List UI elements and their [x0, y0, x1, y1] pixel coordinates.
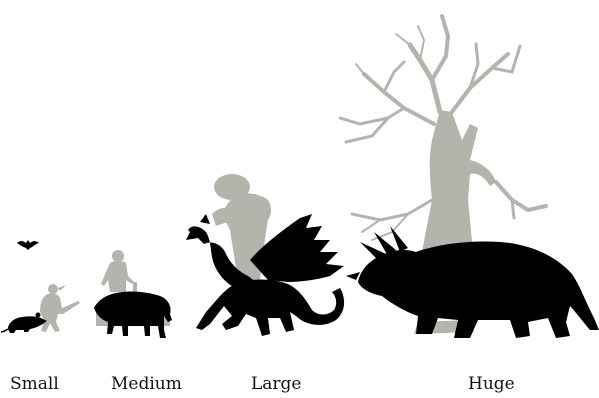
label-small: Small — [10, 374, 59, 394]
huge-group — [338, 14, 599, 338]
triceratops-icon — [346, 226, 599, 338]
bat-icon — [17, 240, 39, 250]
boar-icon — [94, 291, 172, 338]
large-group — [186, 174, 345, 336]
small-group — [0, 240, 80, 333]
rat-icon — [0, 312, 47, 333]
human-icon — [101, 250, 137, 292]
medium-group — [94, 250, 172, 338]
goblin-icon — [40, 284, 80, 332]
dragon-icon — [186, 214, 345, 336]
giant-icon — [212, 174, 271, 300]
label-medium: Medium — [111, 374, 182, 394]
label-large: Large — [251, 374, 302, 394]
label-huge: Huge — [468, 374, 515, 394]
